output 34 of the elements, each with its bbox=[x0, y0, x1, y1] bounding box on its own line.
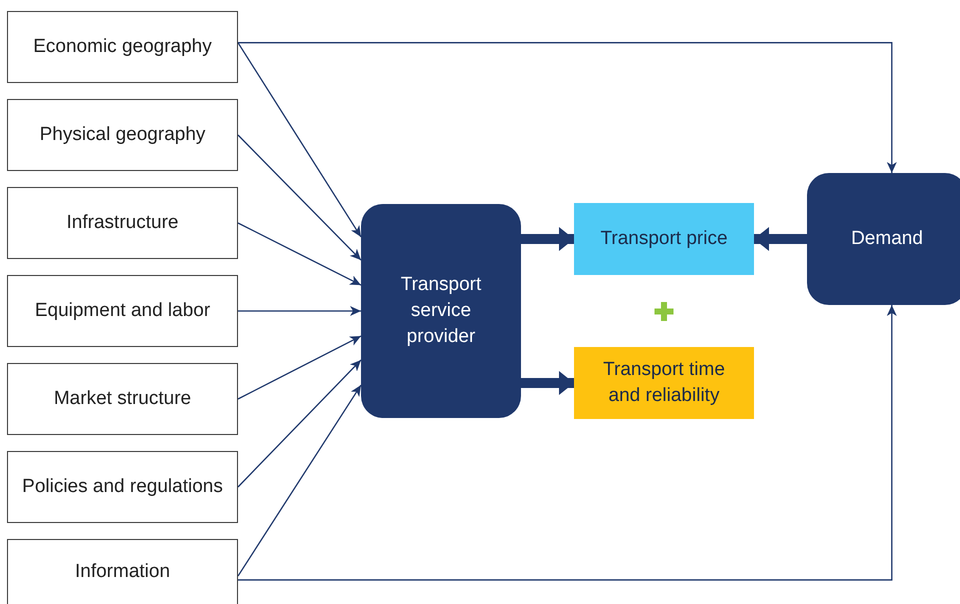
node-label: Market structure bbox=[54, 387, 192, 411]
arrow bbox=[237, 384, 362, 576]
provider-box bbox=[361, 204, 521, 418]
factor-box bbox=[7, 539, 238, 604]
outcome-box bbox=[574, 347, 754, 419]
outcome-box bbox=[574, 203, 754, 275]
node-label: Transport price bbox=[600, 227, 728, 251]
demand-box bbox=[807, 173, 960, 305]
node-label: Physical geography bbox=[40, 123, 206, 147]
arrow bbox=[238, 306, 361, 316]
node-label: Information bbox=[74, 560, 170, 584]
factor-box bbox=[7, 187, 238, 259]
node-label: Transport time and reliability bbox=[602, 358, 726, 408]
arrow bbox=[238, 360, 362, 488]
arrow bbox=[238, 335, 362, 400]
factor-box bbox=[7, 363, 238, 435]
arrow bbox=[237, 42, 362, 238]
factor-box bbox=[7, 11, 238, 83]
factor-box bbox=[7, 99, 238, 171]
node-label: Policies and regulations bbox=[22, 475, 223, 499]
block-arrow bbox=[521, 371, 574, 395]
node-label: Demand bbox=[851, 227, 923, 251]
factor-box bbox=[7, 451, 238, 523]
arrow bbox=[238, 305, 897, 581]
arrow bbox=[238, 222, 362, 286]
node-label: Transport service provider bbox=[400, 273, 482, 349]
node-label: Equipment and labor bbox=[34, 299, 210, 323]
factor-box bbox=[7, 275, 238, 347]
arrow bbox=[238, 42, 897, 173]
node-label: Infrastructure bbox=[66, 211, 178, 235]
node-label: Economic geography bbox=[33, 35, 212, 59]
arrow bbox=[238, 134, 362, 261]
block-arrow bbox=[521, 227, 574, 251]
block-arrow bbox=[754, 227, 807, 251]
